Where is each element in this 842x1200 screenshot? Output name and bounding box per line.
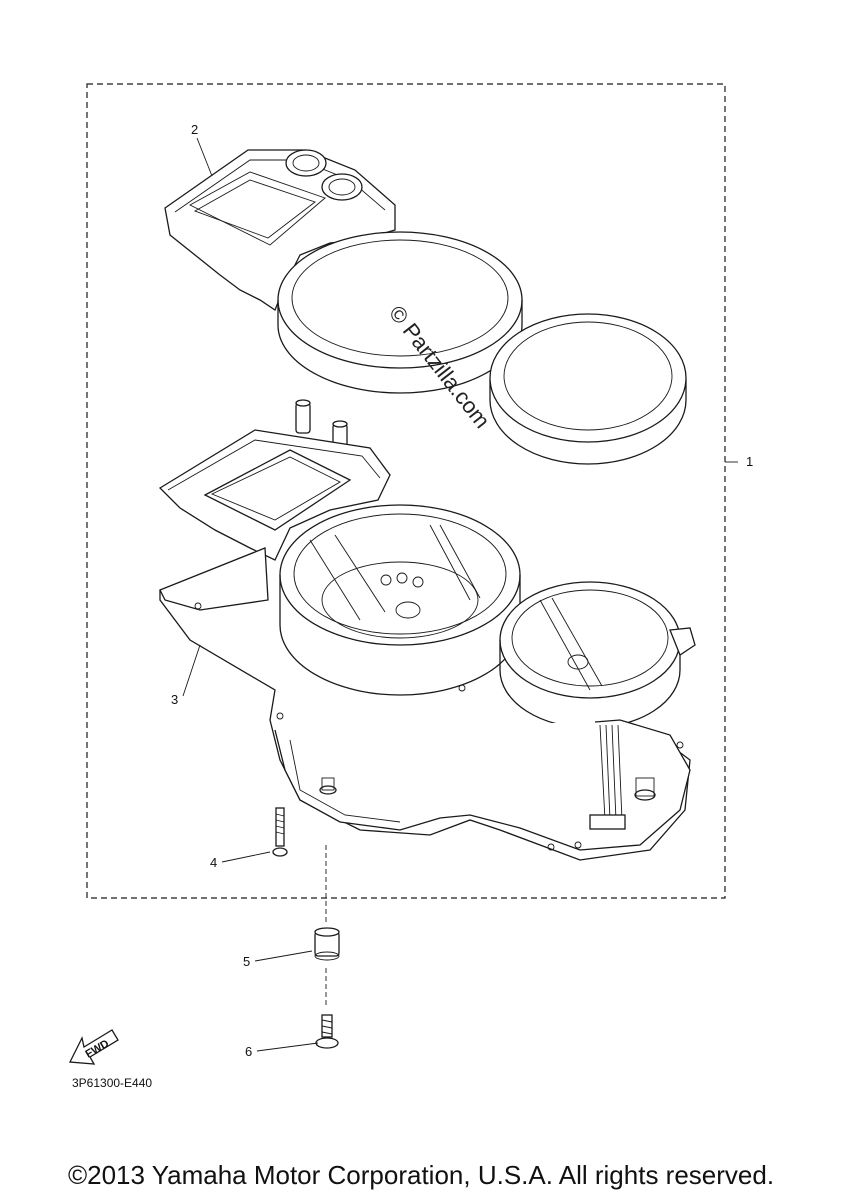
callout-1: 1: [746, 454, 753, 469]
callout-6: 6: [245, 1044, 252, 1059]
meter-housing-part-3: [158, 429, 696, 861]
fwd-label: FWD: [84, 1038, 112, 1061]
leader-lines: [182, 137, 738, 1052]
screw-part-4: [272, 807, 288, 857]
bolt-part-6: [315, 1014, 339, 1049]
callout-3: 3: [171, 692, 178, 707]
assembly-boundary: [86, 83, 726, 899]
grommet-part-5: [314, 845, 340, 1008]
copyright-notice: ©2013 Yamaha Motor Corporation, U.S.A. A…: [67, 1160, 775, 1190]
callout-2: 2: [191, 122, 198, 137]
meter-cover-part-2: [164, 149, 687, 465]
fwd-arrow-icon: FWD: [68, 1029, 119, 1065]
callout-4: 4: [210, 855, 217, 870]
diagram-code: 3P61300-E440: [72, 1076, 152, 1090]
callout-5: 5: [243, 954, 250, 969]
